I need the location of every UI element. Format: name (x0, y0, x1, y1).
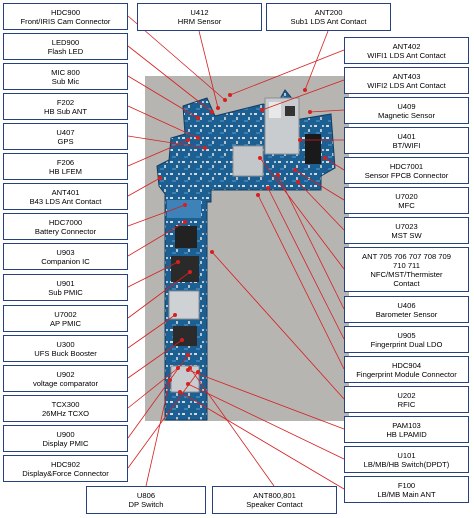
pcb-photo (145, 76, 349, 421)
pcb-board-image (156, 89, 336, 421)
